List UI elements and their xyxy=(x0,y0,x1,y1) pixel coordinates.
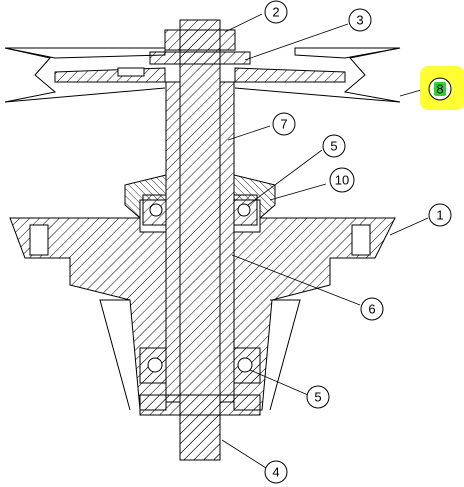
callout-6: 6 xyxy=(231,254,384,321)
spindle-shaft xyxy=(165,19,235,461)
callout-label: 10 xyxy=(335,173,349,188)
callout-2: 2 xyxy=(224,0,288,33)
pulley xyxy=(4,47,401,103)
highlight-badge xyxy=(434,82,446,96)
callout-label: 7 xyxy=(280,117,287,132)
callout-5-upper: 5 xyxy=(247,134,346,206)
callout-label: 5 xyxy=(314,390,321,405)
callout-10: 10 xyxy=(269,167,355,201)
callout-label: 3 xyxy=(356,13,363,28)
callout-4: 4 xyxy=(221,439,288,484)
callout-label: 8 xyxy=(436,82,443,97)
callout-1: 1 xyxy=(389,203,452,236)
callout-8: 8 xyxy=(399,66,464,110)
callout-label: 4 xyxy=(272,465,279,480)
callout-label: 5 xyxy=(330,139,337,154)
lower-bearing xyxy=(139,347,261,384)
spacer-tube xyxy=(99,299,301,461)
callout-label: 2 xyxy=(272,5,279,20)
upper-bearing xyxy=(142,194,258,226)
callout-label: 6 xyxy=(368,302,375,317)
callout-label: 1 xyxy=(436,208,443,223)
callout-7: 7 xyxy=(227,112,296,141)
callout-3: 3 xyxy=(244,8,372,61)
callout-5-lower: 5 xyxy=(249,369,330,409)
